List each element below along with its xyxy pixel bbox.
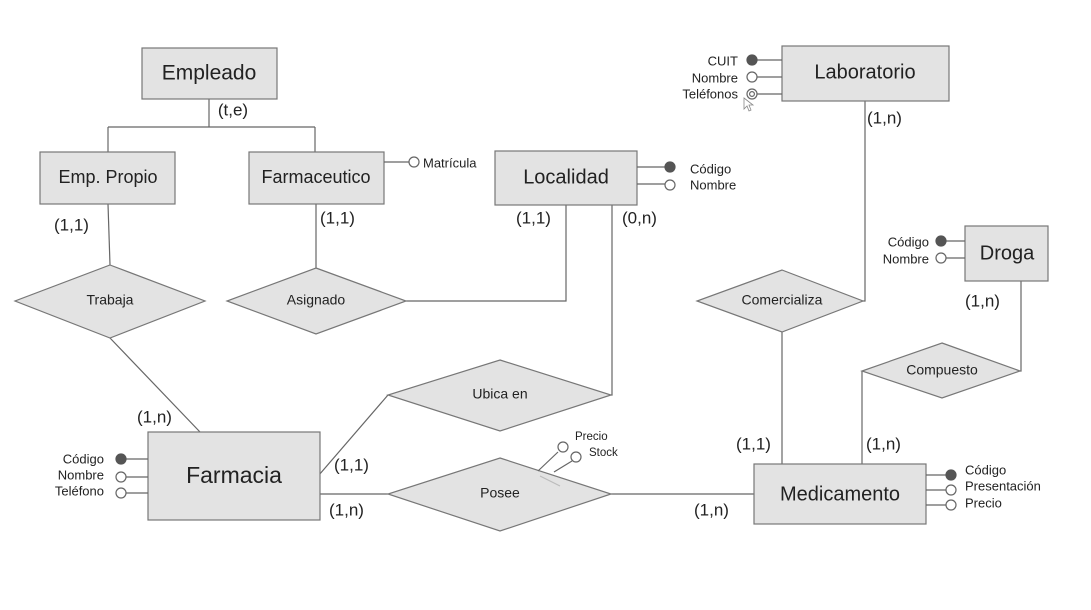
attr-matricula: Matrícula [423,155,477,170]
cardinality-farmacia-posee: (1,n) [329,500,364,519]
attributes-posee: Precio Stock [537,431,618,487]
relationship-ubica-en: Ubica en [386,359,613,432]
relationship-label: Trabaja [87,292,134,308]
attr-telefonos: Teléfonos [682,86,738,101]
relationship-label: Comercializa [742,292,823,308]
attribute-icon [557,441,569,453]
entity-label: Droga [980,242,1035,264]
attr-presentacion: Presentación [965,478,1041,493]
generalization-label: (t,e) [218,100,248,119]
entity-label: Laboratorio [814,61,915,83]
attribute-icon [945,499,957,511]
attr-codigo: Código [965,462,1006,477]
relationship-label: Posee [480,485,520,501]
entity-medicamento: Medicamento [753,463,927,525]
entity-laboratorio: Laboratorio [781,45,950,102]
multivalued-attribute-inner-icon [748,90,755,97]
cardinality-laboratorio-comercializa: (1,n) [867,108,902,127]
entity-label: Medicamento [780,483,900,505]
relationship-asignado: Asignado [225,267,408,335]
attr-codigo: Código [690,161,731,176]
key-attribute-icon [115,453,127,465]
relationship-posee: Posee [386,457,613,532]
key-attribute-icon [945,469,957,481]
relationship-trabaja: Trabaja [13,264,207,339]
entity-label: Empleado [162,62,257,85]
line-emp-propio-trabaja [107,203,111,266]
attr-nombre: Nombre [692,70,738,85]
attr-cuit: CUIT [708,53,738,68]
attribute-icon [746,71,758,83]
attr-codigo: Código [63,451,104,466]
entity-label: Emp. Propio [58,167,157,187]
entity-label: Farmacia [186,462,282,488]
attr-nombre: Nombre [58,467,104,482]
cardinality-droga-compuesto: (1,n) [965,291,1000,310]
cardinality-farmacia-ubica: (1,1) [334,455,369,474]
key-attribute-icon [664,161,676,173]
cardinality-localidad-asignado: (1,1) [516,208,551,227]
attribute-icon [115,471,127,483]
key-attribute-icon [746,54,758,66]
attr-precio: Precio [575,431,608,443]
relationship-comercializa: Comercializa [695,269,865,333]
attribute-icon [664,179,676,191]
entity-label: Farmaceutico [261,167,370,187]
attribute-icon [935,252,947,264]
entity-farmacia: Farmacia [147,431,321,521]
attribute-connector-shadow [539,475,561,487]
attr-codigo: Código [888,234,929,249]
entity-farmaceutico: Farmaceutico [248,151,385,205]
attributes-localidad: Código Nombre [637,161,736,192]
attribute-icon [115,487,127,499]
attr-telefono: Teléfono [55,483,104,498]
entity-label: Localidad [523,166,609,188]
attribute-icon [570,451,582,463]
line-asignado-localidad [406,205,567,302]
mouse-cursor-icon [743,97,755,112]
attributes-farmacia: Código Nombre Teléfono [55,451,148,499]
entity-droga: Droga [964,225,1049,282]
line-droga-compuesto [1020,281,1022,372]
attr-precio: Precio [965,495,1002,510]
line-localidad-ubica [611,205,613,396]
attr-stock: Stock [589,447,618,459]
attributes-medicamento: Código Presentación Precio [926,462,1041,511]
line-trabaja-farmacia [109,337,201,433]
cardinality-farmacia-trabaja: (1,n) [137,407,172,426]
attribute-icon [408,156,420,168]
attribute-icon [945,484,957,496]
line-laboratorio-comercializa [863,101,866,302]
attributes-farmaceutico: Matrícula [384,155,477,170]
cardinality-emp-propio-trabaja: (1,1) [54,215,89,234]
line-ubica-farmacia [318,394,389,476]
cardinality-farmaceutico-asignado: (1,1) [320,208,355,227]
entity-emp-propio: Emp. Propio [39,151,176,205]
key-attribute-icon [935,235,947,247]
attr-nombre: Nombre [883,251,929,266]
entity-empleado: Empleado [141,47,278,100]
entity-localidad: Localidad [494,150,638,206]
relationship-label: Asignado [287,292,346,308]
relationship-label: Ubica en [472,386,527,402]
cardinality-medicamento-compuesto: (1,n) [866,434,901,453]
relationship-compuesto: Compuesto [860,342,1022,399]
attr-nombre: Nombre [690,177,736,192]
cardinality-localidad-ubica: (0,n) [622,208,657,227]
cardinality-labels: (1,1) (1,1) (1,1) (0,n) (1,n) (1,n) (1,n… [54,108,1000,519]
cardinality-medicamento-comercializa: (1,1) [736,434,771,453]
relationship-label: Compuesto [906,362,978,378]
cardinality-medicamento-posee: (1,n) [694,500,729,519]
attributes-droga: Código Nombre [883,234,965,266]
attributes-laboratorio: CUIT Nombre Teléfonos [682,53,782,112]
